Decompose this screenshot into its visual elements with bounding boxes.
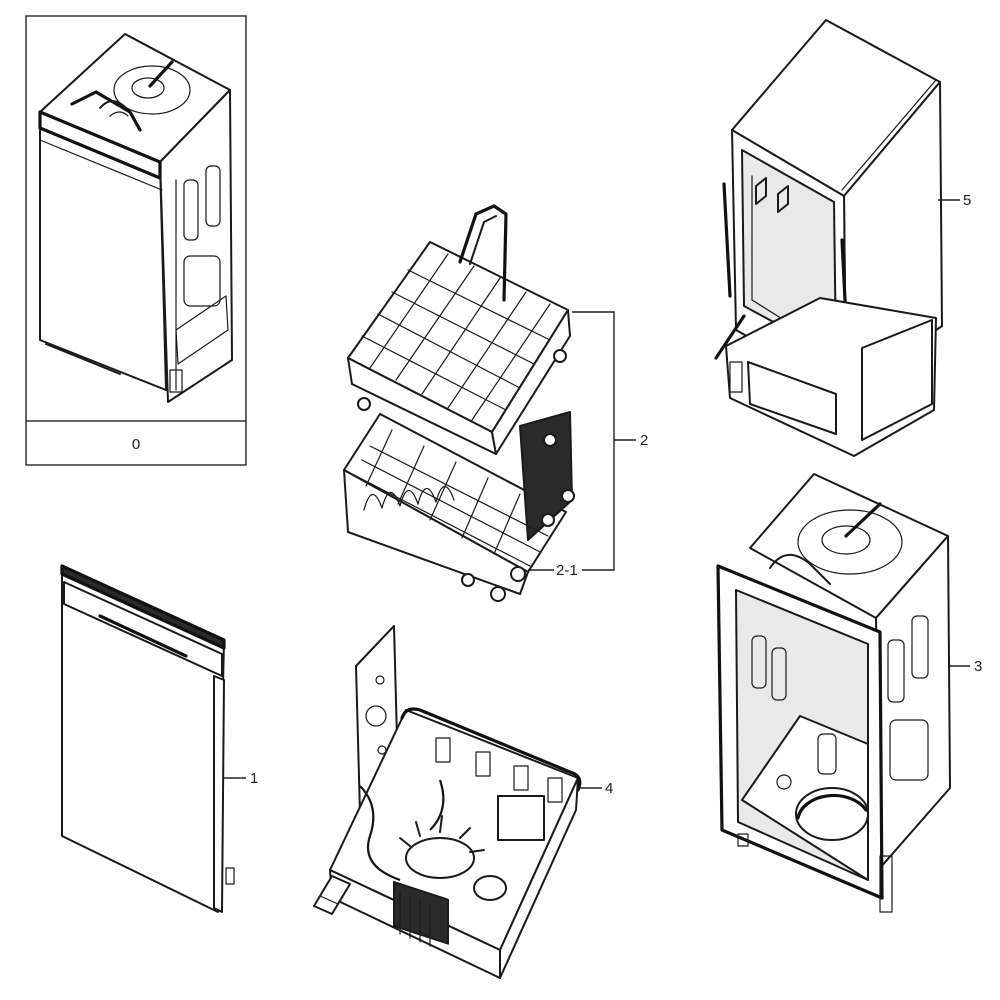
tub-illustration xyxy=(716,473,951,913)
callout-lower-rack: 2-1 xyxy=(556,562,578,579)
callout-door: 1 xyxy=(250,770,258,787)
dish-racks-illustration xyxy=(343,204,575,602)
callout-cabinet: 5 xyxy=(963,192,971,209)
leader-racks xyxy=(572,311,615,571)
callout-racks: 2 xyxy=(640,432,648,449)
base-assembly-illustration xyxy=(313,625,582,979)
callout-assembly: 0 xyxy=(132,436,140,453)
assembly-frame xyxy=(25,15,247,466)
callout-base: 4 xyxy=(605,780,613,797)
outer-cabinet-illustration xyxy=(714,19,943,457)
assembled-dishwasher-illustration xyxy=(38,33,233,403)
door-panel-illustration xyxy=(60,564,235,913)
callout-tub: 3 xyxy=(974,658,982,675)
